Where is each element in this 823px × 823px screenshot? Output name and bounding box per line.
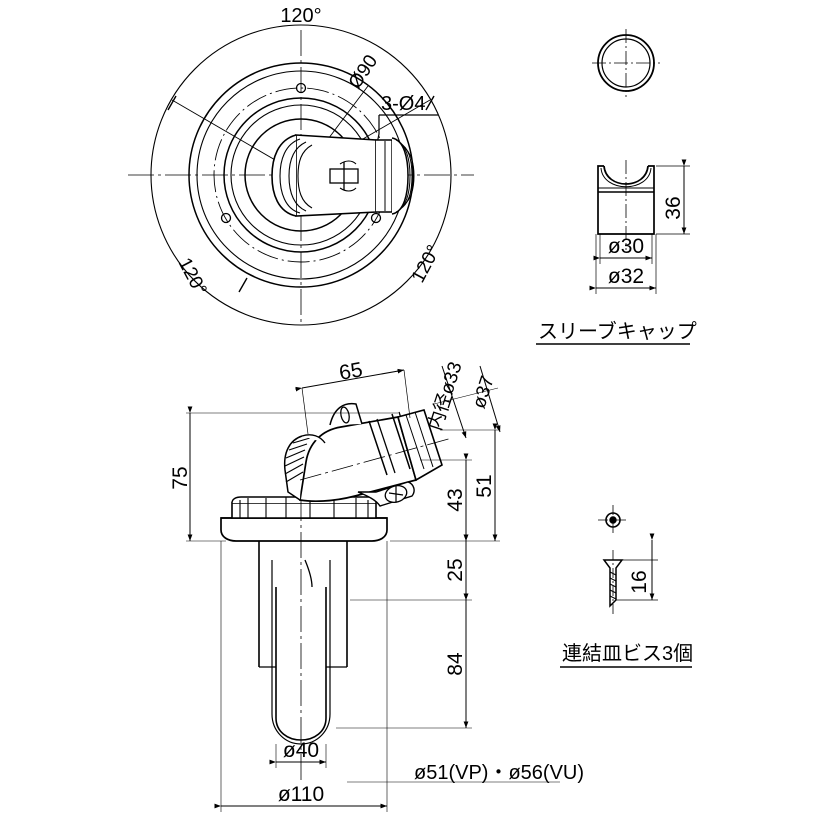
cap-inner-dia-label: ø30 [608,235,644,258]
plan-arc-tick-left [167,95,177,111]
inner-cup-outer [271,585,331,745]
outer-dia-37-dimension-line [479,365,501,433]
knurled-collar [231,502,377,519]
elevation-view [220,402,453,782]
plan-view [128,24,474,326]
spout-axis-line [299,437,453,481]
plan-hole-callout-label: 3-Ø4 [381,93,425,115]
pipe-outer-walls [258,541,348,667]
height-51-label: 51 [473,474,496,497]
cap-outer-dia-label: ø32 [608,265,644,288]
bellows-ribs [284,437,311,483]
plan-arc-tick-right [425,95,435,111]
height-43-label: 43 [444,488,467,511]
sleeve-cap-elevation [589,159,690,294]
plan-hole-left [220,212,232,224]
flange-plate [220,517,388,542]
plan-arc-tick-bottom [238,277,248,293]
bore-40-label: ø40 [283,739,319,762]
flange-110-label: ø110 [278,783,324,806]
spout-length-label: 65 [337,358,364,385]
height-84-label: 84 [444,652,467,676]
screw-caption: 連結皿ビス3個 [562,642,693,665]
overall-height-label: 75 [169,466,192,489]
inner-dia-33-dimension-line [441,365,467,439]
elevation-dimensions [186,365,560,812]
cup-fillet [304,559,313,588]
pipe-spec-label: ø51(VP)・ø56(VU) [414,762,584,784]
bellows-elbow [283,435,303,501]
spout-lug-slot [340,406,350,424]
cap-height-label: 36 [662,196,685,219]
height-25-label: 25 [444,558,467,581]
screw-detail [598,505,658,614]
plan-spout-assembly [271,134,415,217]
spout-length-dimension-line [295,368,405,392]
plan-angle-top-label: 120° [280,5,321,27]
plan-hole-right [370,212,382,224]
sleeve-cap-caption: スリーブキャップ [538,319,697,343]
sleeve-cap-plan [592,29,660,97]
spout-assembly [283,402,453,507]
screw-length-label: 16 [628,570,651,593]
